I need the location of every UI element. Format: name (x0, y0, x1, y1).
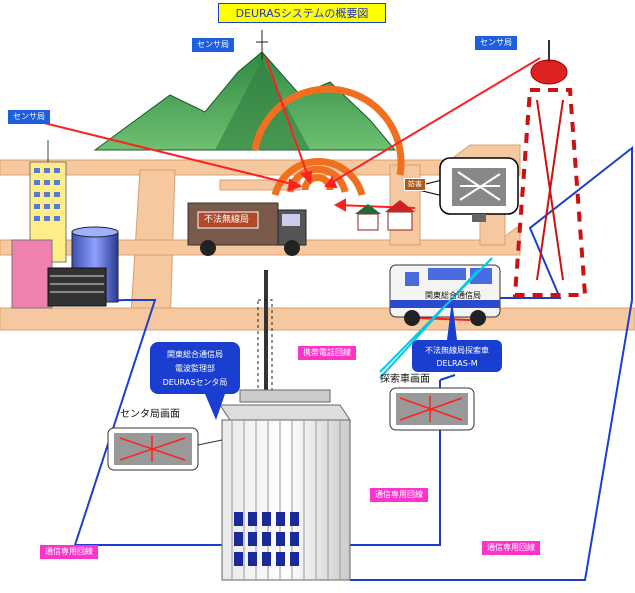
illegal-truck (187, 202, 307, 256)
sensor-label-building: センサ局 (8, 110, 50, 124)
vehicle-callout-line1: 不法無線局探索車 (425, 345, 489, 355)
left-buildings (11, 140, 119, 309)
vehicle-callout-line2: DELRAS-M (436, 358, 478, 368)
center-callout-line2: 電波監理部 (175, 363, 215, 373)
center-screen-label: センタ局画面 (120, 409, 180, 420)
mountain-antenna (256, 30, 268, 60)
diagram-title: DEURASシステムの概要図 (218, 3, 386, 23)
direction-arrows (39, 57, 541, 321)
dedicated-line-label-1: 通信専用回線 (370, 488, 428, 502)
mobile-link (379, 257, 493, 379)
vehicle-callout-pointer (447, 300, 457, 340)
mobile-line-label: 携帯電話回線 (298, 346, 356, 360)
center-callout: 関東総合通信局 電波監理部 DEURASセンタ局 (150, 342, 240, 394)
center-building (219, 270, 351, 581)
vehicle-screen-label: 探索車画面 (380, 374, 430, 385)
interference-tag: 妨害 (404, 178, 426, 191)
radio-tower (512, 40, 588, 297)
sensor-label-mountain: センサ局 (192, 38, 234, 52)
van-label: 関東総合通信局 (425, 291, 481, 300)
mountains (93, 51, 397, 151)
truck-label: 不法無線局 (204, 215, 250, 225)
dedicated-line-label-3: 通信専用回線 (482, 541, 540, 555)
center-callout-pointer (205, 394, 225, 420)
houses (355, 200, 415, 231)
vehicle-screen (389, 387, 475, 431)
vehicle-callout: 不法無線局探索車 DELRAS-M (412, 340, 502, 372)
dedicated-line-label-2: 通信専用回線 (40, 545, 98, 559)
center-callout-line1: 関東総合通信局 (167, 349, 223, 359)
center-callout-line3: DEURASセンタ局 (162, 377, 228, 387)
center-screen (107, 427, 223, 471)
monitor (409, 157, 519, 222)
sensor-label-tower: センサ局 (475, 36, 517, 50)
